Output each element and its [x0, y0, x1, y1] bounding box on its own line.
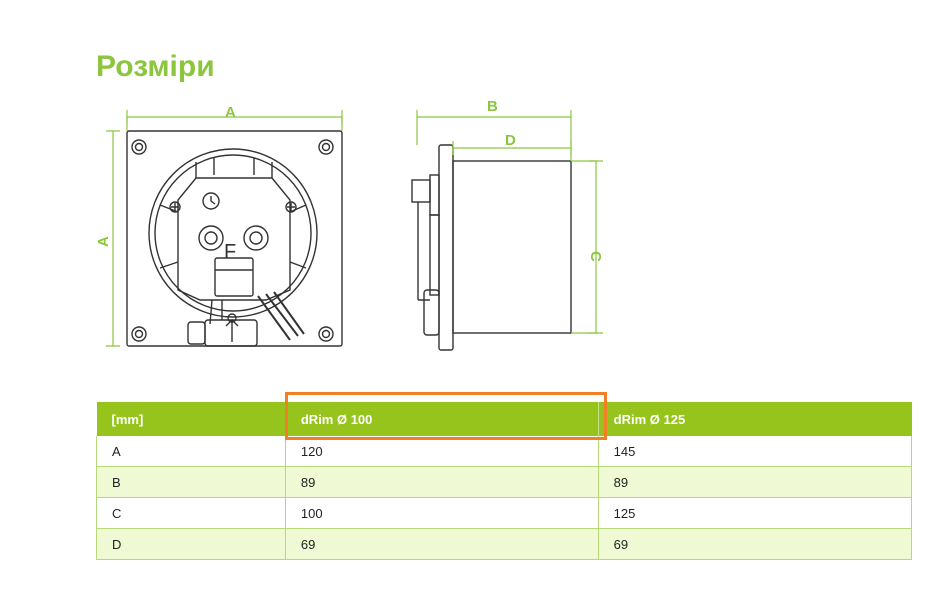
housing-screw: [285, 201, 297, 213]
timer-icon: [202, 192, 220, 210]
row-label: A: [96, 436, 286, 467]
dimensions-table: [mm] dRim Ø 100 dRim Ø 125 A 120 145 B 8…: [96, 402, 913, 560]
front-view: [126, 130, 343, 347]
label-side-b: B: [487, 98, 498, 115]
label-side-c: C: [587, 251, 604, 262]
screw-hole: [318, 139, 334, 155]
table-row: B 89 89: [96, 466, 913, 498]
housing-screw: [169, 201, 181, 213]
cell-drim-100: 120: [284, 436, 599, 467]
label-side-d: D: [505, 132, 516, 149]
screw-hole: [131, 326, 147, 342]
cell-drim-125: 125: [597, 497, 913, 529]
row-label: C: [96, 497, 286, 529]
terminal-left: [198, 225, 224, 251]
cell-drim-100: 69: [284, 528, 599, 560]
table-row: A 120 145: [96, 436, 913, 467]
cell-drim-125: 89: [597, 466, 913, 498]
cell-drim-125: 145: [597, 436, 913, 467]
housing-letter: F: [224, 241, 236, 263]
header-drim-100: dRim Ø 100: [285, 402, 599, 436]
cell-drim-125: 69: [597, 528, 913, 560]
terminal-right: [243, 225, 269, 251]
header-unit: [mm]: [96, 402, 286, 436]
row-label: B: [96, 466, 286, 498]
label-front-a-left: A: [95, 236, 112, 247]
page-title: Розміри: [96, 50, 215, 83]
cell-drim-100: 89: [284, 466, 599, 498]
front-dim-lines: [106, 110, 343, 347]
header-drim-125: dRim Ø 125: [598, 402, 912, 436]
screw-hole: [318, 326, 334, 342]
table-row: C 100 125: [96, 497, 913, 529]
table-row: D 69 69: [96, 528, 913, 560]
label-front-a-top: A: [225, 104, 236, 121]
dimension-drawing: F A A B D C: [95, 98, 604, 351]
side-view: [411, 144, 572, 351]
table-header-row: [mm] dRim Ø 100 dRim Ø 125: [96, 402, 912, 436]
row-label: D: [96, 528, 286, 560]
cell-drim-100: 100: [284, 497, 599, 529]
screw-hole: [131, 139, 147, 155]
side-dim-lines: [416, 110, 603, 334]
